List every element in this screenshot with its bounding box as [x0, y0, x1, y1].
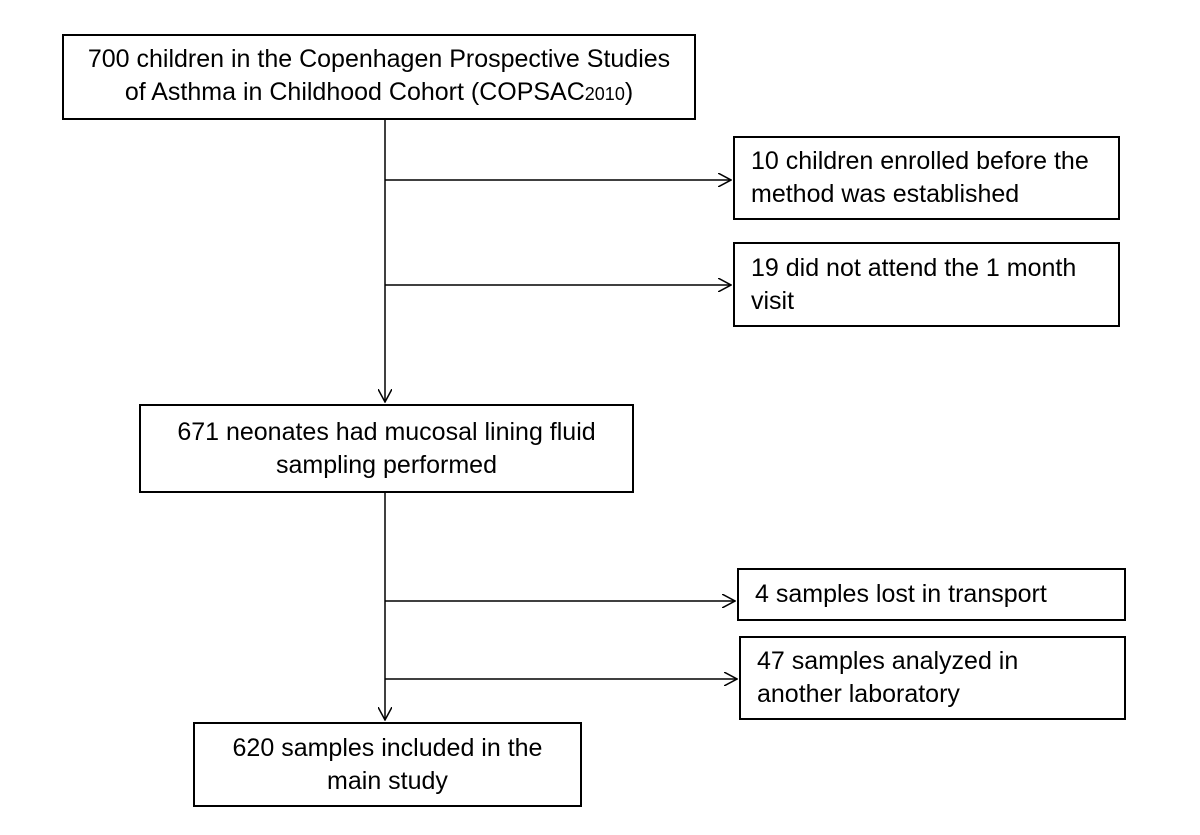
final-box-line-1: 620 samples included in the [232, 733, 543, 762]
exclusion-box-1-line-2: method was established [751, 180, 1020, 208]
exclusion-box-1-line-1: 10 children enrolled before the [751, 147, 1089, 175]
final-box: 620 samples included in the main study [193, 722, 582, 807]
exclusion-box-3: 4 samples lost in transport [737, 568, 1126, 621]
cohort-box-line-2: of Asthma in Childhood Cohort (COPSAC201… [125, 76, 633, 111]
exclusion-box-2: 19 did not attend the 1 month visit [733, 242, 1120, 327]
final-box-line-2: main study [327, 766, 448, 795]
sampling-box-line-1: 671 neonates had mucosal lining fluid [177, 417, 596, 446]
cohort-box-subscript: 2010 [584, 84, 625, 104]
exclusion-box-1: 10 children enrolled before the method w… [733, 136, 1120, 220]
sampling-box: 671 neonates had mucosal lining fluid sa… [139, 404, 634, 493]
sampling-box-line-2: sampling performed [276, 450, 497, 479]
exclusion-box-4-line-1: 47 samples analyzed in [757, 647, 1019, 675]
cohort-box-line-2-prefix: of Asthma in Childhood Cohort (COPSAC [124, 78, 585, 106]
exclusion-box-4: 47 samples analyzed in another laborator… [739, 636, 1126, 720]
cohort-box: 700 children in the Copenhagen Prospecti… [62, 34, 696, 120]
exclusion-box-2-line-2: visit [751, 286, 795, 315]
cohort-box-line-2-suffix: ) [624, 78, 634, 106]
exclusion-box-4-line-2: another laboratory [757, 680, 960, 708]
cohort-box-line-1: 700 children in the Copenhagen Prospecti… [87, 45, 671, 73]
exclusion-box-3-line-1: 4 samples lost in transport [755, 580, 1047, 608]
exclusion-box-2-line-1: 19 did not attend the 1 month [751, 253, 1077, 282]
